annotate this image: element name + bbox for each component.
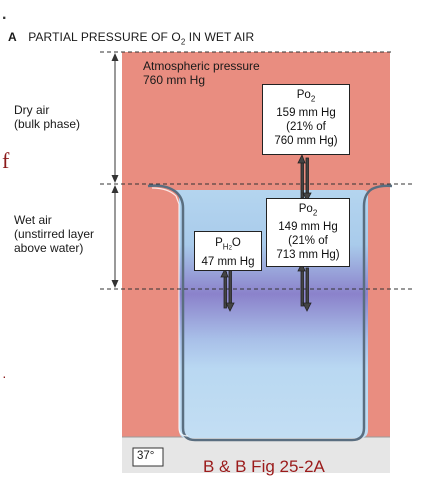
figure-title-text: PARTIAL PRESSURE OF O — [28, 30, 181, 44]
figure-title-sub: 2 — [180, 37, 186, 47]
wet-air-line1: Wet air — [14, 213, 52, 227]
po2-wet-value: 149 mm Hg — [278, 221, 338, 234]
temperature-label: 37° — [137, 450, 155, 462]
atmospheric-pressure-label: Atmospheric pressure 760 mm Hg — [143, 59, 260, 87]
wet-air-line3: above water) — [14, 241, 84, 255]
beaker-glass-inner — [151, 187, 189, 437]
stray-dot: · — [2, 10, 8, 27]
po2-wet-diffusion-arrow — [297, 262, 312, 312]
ph2o-box: PH2O 47 mm Hg — [194, 231, 262, 271]
po2-wet-total: 713 mm Hg) — [276, 249, 340, 262]
ph2o-symbol: PH2O — [215, 237, 241, 252]
atmospheric-value-text: 760 mm Hg — [143, 73, 206, 87]
wet-air-line2: (unstirred layer — [14, 227, 95, 241]
po2-dry-total: 760 mm Hg) — [274, 135, 338, 148]
temperature-box — [132, 447, 164, 467]
figure-caption: B & B Fig 25-2A — [203, 457, 325, 476]
dry-air-dimension-arrow — [111, 53, 119, 183]
wet-air-dimension-arrow — [111, 185, 119, 288]
stray-dot-lower: · — [2, 368, 7, 384]
figure-title-tail: IN WET AIR — [185, 30, 255, 44]
po2-wet-symbol: Po2 — [298, 203, 318, 218]
po2-dry-symbol: Po2 — [296, 89, 316, 104]
figure-title: A PARTIAL PRESSURE OF O2 IN WET AIR — [8, 30, 254, 46]
po2-dry-box: Po2 159 mm Hg (21% of 760 mm Hg) — [262, 84, 350, 155]
po2-dry-pct: (21% of — [286, 121, 326, 134]
atmospheric-label-text: Atmospheric pressure — [143, 59, 260, 73]
ph2o-diffusion-arrow — [220, 268, 235, 312]
dry-air-line2: (bulk phase) — [14, 117, 81, 131]
po2-wet-box: Po2 149 mm Hg (21% of 713 mm Hg) — [266, 198, 350, 267]
dry-air-line1: Dry air — [14, 103, 50, 117]
stray-f-glyph: f — [2, 148, 10, 173]
po2-wet-pct: (21% of — [288, 235, 328, 248]
wet-air-label: Wet air (unstirred layer above water) — [14, 213, 94, 255]
panel-letter: A — [8, 30, 17, 44]
bench-floor — [122, 437, 390, 473]
dry-air-label: Dry air (bulk phase) — [14, 103, 80, 131]
po2-dry-value: 159 mm Hg — [276, 107, 336, 120]
ph2o-value: 47 mm Hg — [201, 256, 255, 269]
beaker-glass — [147, 184, 393, 442]
